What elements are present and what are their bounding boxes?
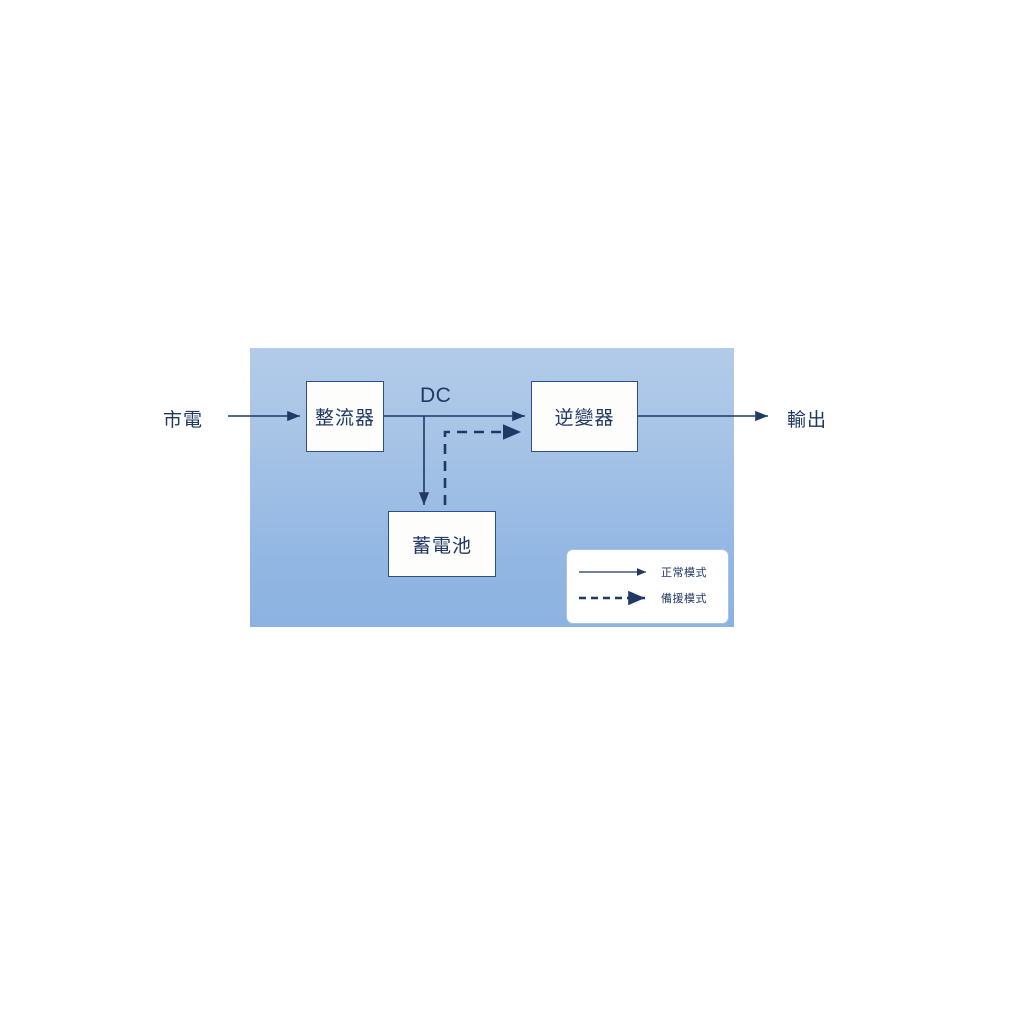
label-output: 輸出 (787, 410, 828, 431)
legend-row-normal-mode: 正常模式 (577, 559, 718, 585)
legend-label-normal-mode: 正常模式 (661, 567, 707, 579)
node-battery[interactable]: 蓄電池 (388, 511, 496, 577)
node-inverter-label: 逆變器 (554, 408, 615, 429)
node-battery-label: 蓄電池 (411, 535, 472, 557)
label-dc-bus: DC (420, 384, 452, 407)
legend-row-backup-mode: 備援模式 (577, 585, 718, 611)
legend-box: 正常模式 備援模式 (566, 549, 729, 624)
legend-label-backup-mode: 備援模式 (661, 593, 707, 605)
node-rectifier-label: 整流器 (314, 408, 375, 429)
legend-solid-line-sample (577, 565, 655, 579)
legend-dashed-line-sample (577, 590, 655, 606)
label-mains-input: 市電 (163, 410, 204, 431)
node-inverter[interactable]: 逆變器 (531, 381, 638, 452)
node-rectifier[interactable]: 整流器 (306, 381, 384, 452)
